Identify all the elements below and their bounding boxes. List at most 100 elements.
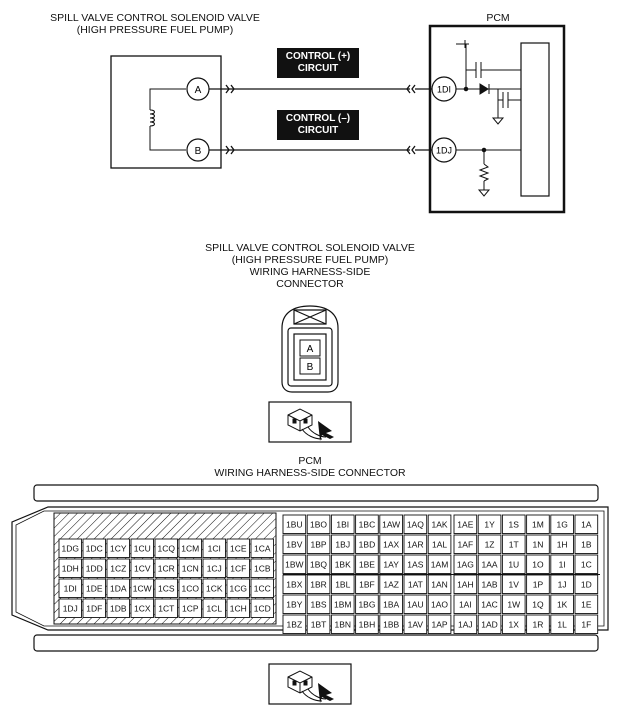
pin-label-1cr: 1CR <box>158 564 175 574</box>
pin-label-1br: 1BR <box>310 580 327 590</box>
pin-label-1k: 1K <box>557 600 568 610</box>
pcm-left-block-cell <box>178 558 202 578</box>
pcm-left-block-cell <box>226 578 250 598</box>
pcm-right-block-cell <box>501 594 526 614</box>
pcm-middle-block-cell <box>379 534 403 554</box>
wires <box>209 84 432 155</box>
pcm-right-block-cell <box>550 614 574 634</box>
pin-label-1bg: 1BG <box>358 600 375 610</box>
pcm-right-block-cell <box>574 534 599 554</box>
pcm-left-block-cell <box>58 598 82 618</box>
pin-label-1q: 1Q <box>532 600 544 610</box>
pin-label-1bu: 1BU <box>286 520 303 530</box>
solenoid-coil <box>149 88 186 151</box>
pcm-middle-block-cell <box>330 614 355 634</box>
pcm-middle-block-cell <box>379 554 403 574</box>
terminal-a-label: A <box>195 85 202 96</box>
solenoid-pin-a: A <box>307 344 314 355</box>
pin-label-1df: 1DF <box>86 604 102 614</box>
pcm-left-block-cell <box>106 558 130 578</box>
pcm-left-block-cell <box>58 538 82 558</box>
pin-label-1j: 1J <box>558 580 567 590</box>
pin-label-1cz: 1CZ <box>110 564 126 574</box>
pcm-middle-block-cell <box>403 514 428 534</box>
pcm-title: PCM <box>486 12 510 24</box>
pcm-right-block-cell <box>477 554 502 574</box>
pcm-middle-block-cell <box>379 614 403 634</box>
pcm-pin-1dj-label: 1DJ <box>436 146 452 156</box>
solenoid-connector-caption-line4: CONNECTOR <box>276 278 344 290</box>
pcm-left-block-cell <box>82 578 106 598</box>
pin-label-1cs: 1CS <box>158 584 175 594</box>
pcm-left-block-cell <box>154 558 178 578</box>
control-plus-label: CONTROL (+) CIRCUIT <box>277 48 359 78</box>
pin-label-1aq: 1AQ <box>407 520 424 530</box>
solenoid-title-line1: SPILL VALVE CONTROL SOLENOID VALVE <box>50 12 260 24</box>
pin-label-1d: 1D <box>581 580 592 590</box>
pin-label-1r: 1R <box>533 620 544 630</box>
pin-label-1f: 1F <box>581 620 591 630</box>
pin-label-1bk: 1BK <box>335 560 351 570</box>
connector-view-icon <box>268 401 352 443</box>
pin-label-1bl: 1BL <box>335 580 350 590</box>
pcm-right-block-cell <box>501 614 526 634</box>
pcm-left-block-cell <box>154 598 178 618</box>
pin-label-1z: 1Z <box>485 540 495 550</box>
pcm-connector-caption-line2: WIRING HARNESS-SIDE CONNECTOR <box>214 467 406 479</box>
pcm-right-block-cell <box>526 594 550 614</box>
pcm-left-block-cell <box>106 598 130 618</box>
pin-label-1t: 1T <box>509 540 519 550</box>
solenoid-connector-housing <box>281 305 339 393</box>
pcm-middle-block-cell <box>306 614 331 634</box>
pcm-left-block-cell <box>58 558 82 578</box>
pcm-right-block-cell <box>477 534 502 554</box>
pcm-middle-block-cell <box>355 514 379 534</box>
pcm-middle-block-cell <box>403 554 428 574</box>
pin-label-1bv: 1BV <box>286 540 302 550</box>
pcm-middle-block-cell <box>282 514 307 534</box>
pin-label-1ae: 1AE <box>457 520 473 530</box>
pin-label-1bw: 1BW <box>285 560 303 570</box>
pcm-left-block-cell <box>106 538 130 558</box>
pin-label-1cj: 1CJ <box>207 564 222 574</box>
pcm-left-block-cell <box>202 578 226 598</box>
pin-label-1dc: 1DC <box>86 544 103 554</box>
control-minus-label: CONTROL (–) CIRCUIT <box>277 110 359 140</box>
pin-label-1ch: 1CH <box>230 604 247 614</box>
solenoid-title: SPILL VALVE CONTROL SOLENOID VALVE (HIGH… <box>20 12 290 36</box>
pcm-left-block-cell <box>226 558 250 578</box>
pin-label-1cp: 1CP <box>182 604 199 614</box>
pcm-right-block-cell <box>574 594 599 614</box>
pin-label-1ci: 1CI <box>208 544 221 554</box>
pcm-middle-block-cell <box>282 554 307 574</box>
pin-label-1ck: 1CK <box>206 584 223 594</box>
pcm-right-block-cell <box>477 594 502 614</box>
pcm-left-block-cell <box>130 558 154 578</box>
pin-label-1ah: 1AH <box>457 580 474 590</box>
pcm-left-block-cell <box>202 558 226 578</box>
pcm-right-block-cell <box>501 554 526 574</box>
pcm-ic-block <box>520 42 550 197</box>
pin-label-1i: 1I <box>559 560 566 570</box>
terminal-b-label: B <box>195 146 202 157</box>
pin-label-1ce: 1CE <box>230 544 247 554</box>
pin-label-1av: 1AV <box>408 620 424 630</box>
pin-label-1p: 1P <box>533 580 544 590</box>
pin-label-1v: 1V <box>509 580 520 590</box>
pcm-middle-block-cell <box>427 514 452 534</box>
pin-label-1db: 1DB <box>110 604 127 614</box>
pcm-left-block-cell <box>130 598 154 618</box>
pin-label-1bz: 1BZ <box>287 620 303 630</box>
pin-label-1h: 1H <box>557 540 568 550</box>
pin-label-1ct: 1CT <box>158 604 174 614</box>
pcm-middle-block-cell <box>282 534 307 554</box>
pcm-left-block-cell <box>58 578 82 598</box>
pin-label-1m: 1M <box>532 520 544 530</box>
pcm-middle-block-cell <box>403 594 428 614</box>
solenoid-box <box>110 55 222 169</box>
pcm-left-block-cell <box>82 598 106 618</box>
pcm-middle-block-cell <box>403 534 428 554</box>
pin-label-1al: 1AL <box>432 540 447 550</box>
pin-label-1aj: 1AJ <box>458 620 473 630</box>
